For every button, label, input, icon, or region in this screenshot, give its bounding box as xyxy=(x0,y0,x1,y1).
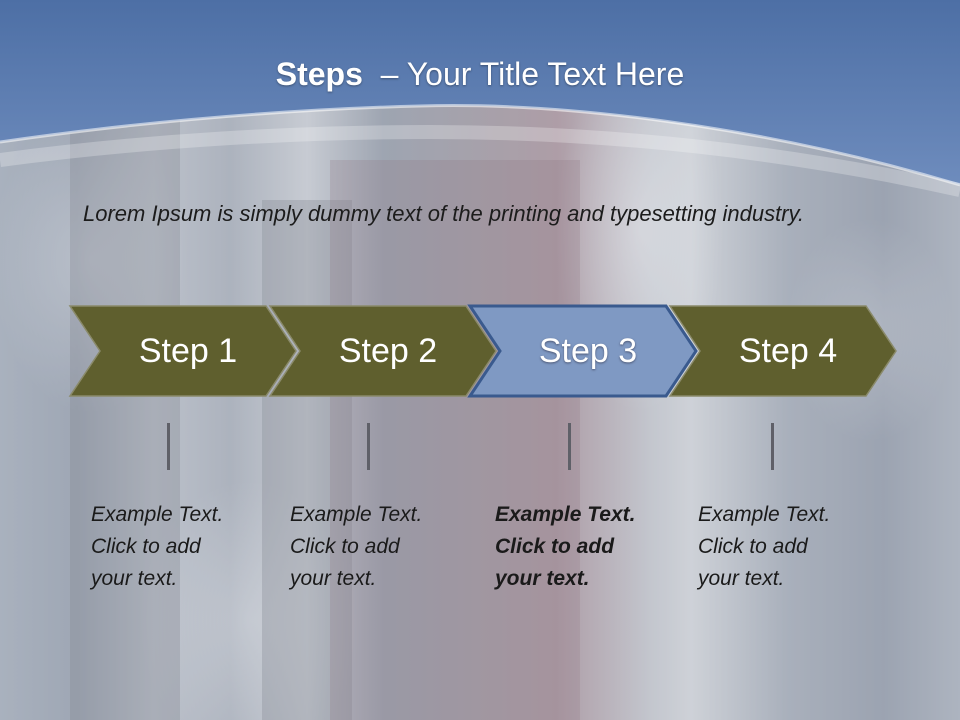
step-3-connector xyxy=(568,423,571,470)
background-tree-trunk xyxy=(262,200,352,720)
desc-line: Example Text. xyxy=(91,503,224,526)
step-1-button[interactable]: Step 1 xyxy=(138,331,238,370)
desc-line: Click to add xyxy=(91,535,201,558)
step-2-connector xyxy=(367,423,370,470)
step-4-button[interactable]: Step 4 xyxy=(738,331,838,370)
step-1-connector xyxy=(167,423,170,470)
lead-paragraph: Lorem Ipsum is simply dummy text of the … xyxy=(83,201,805,226)
step-4-connector xyxy=(771,423,774,470)
desc-line: your text. xyxy=(290,567,377,590)
step-2-description[interactable]: Example Text. Click to add your text. xyxy=(290,499,460,595)
step-2-button[interactable]: Step 2 xyxy=(338,331,438,370)
title-rest: – Your Title Text Here xyxy=(380,56,685,92)
desc-line: Click to add xyxy=(698,535,808,558)
desc-line: your text. xyxy=(495,567,590,590)
step-3-description[interactable]: Example Text. Click to add your text. xyxy=(495,499,665,595)
desc-line: Example Text. xyxy=(495,503,636,526)
desc-line: Example Text. xyxy=(290,503,423,526)
desc-line: your text. xyxy=(91,567,178,590)
step-3-button[interactable]: Step 3 xyxy=(538,331,638,370)
header-band xyxy=(0,0,960,197)
page-title: Steps – Your Title Text Here xyxy=(0,52,960,96)
desc-line: Click to add xyxy=(290,535,400,558)
desc-line: Example Text. xyxy=(698,503,831,526)
desc-line: Click to add xyxy=(495,535,615,558)
background-tree-trunk xyxy=(70,120,180,720)
step-4-description[interactable]: Example Text. Click to add your text. xyxy=(698,499,868,595)
title-bold: Steps xyxy=(275,56,363,92)
background-figure xyxy=(330,160,580,720)
step-1-description[interactable]: Example Text. Click to add your text. xyxy=(91,499,261,595)
desc-line: your text. xyxy=(698,567,785,590)
